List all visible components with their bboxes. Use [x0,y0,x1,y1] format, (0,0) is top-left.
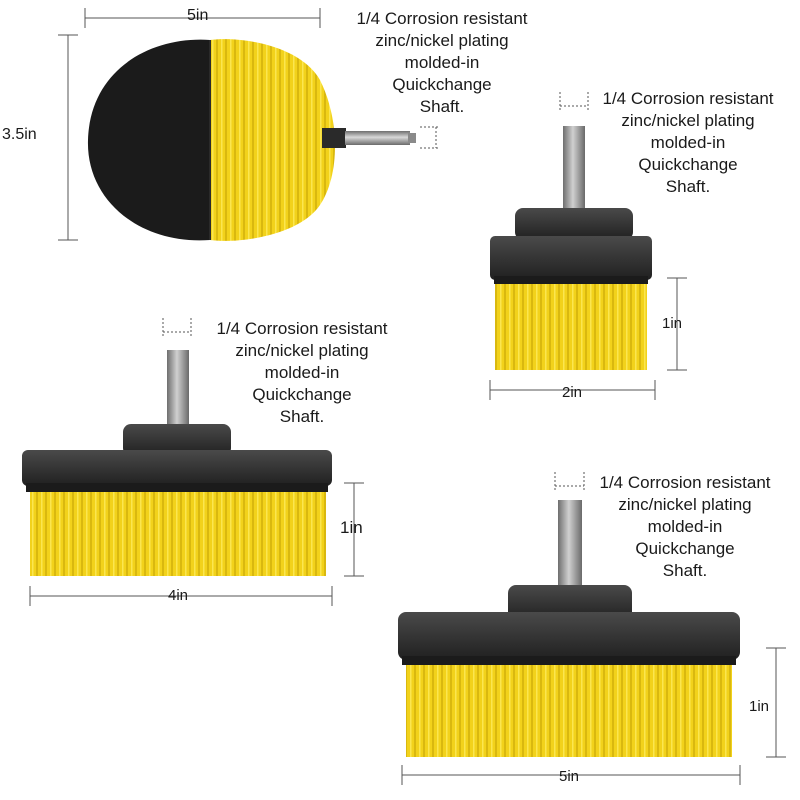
small-flat-brush-dimensions [489,92,687,400]
small-flat-brush-height-label: 1in [662,315,683,332]
medium-flat-brush-dimensions [29,318,364,606]
medium-flat-brush [22,350,332,576]
shaft-note-line: 1/4 Corrosion resistant [599,473,771,492]
shaft-note-line: Shaft. [665,177,711,196]
shaft-note-line: 1/4 Corrosion resistant [356,9,528,28]
round-brush-dimensions [58,8,440,241]
large-flat-brush-height-label: 1in [749,698,770,715]
medium-flat-brush-height-label: 1in [340,518,363,537]
shaft-note-large-flat-brush: 1/4 Corrosion resistant zinc/nickel plat… [575,472,795,582]
round-brush-height-label: 3.5in [2,126,37,143]
shaft-note-line: zinc/nickel plating [235,341,369,360]
shaft-note-line: 1/4 Corrosion resistant [602,89,774,108]
shaft-note-line: Shaft. [279,407,325,426]
shaft-note-line: Quickchange [638,155,738,174]
shaft-note-line: Quickchange [252,385,352,404]
shaft-note-round-brush: 1/4 Corrosion resistant zinc/nickel plat… [332,8,552,118]
shaft-note-line: molded-in [650,133,726,152]
shaft-note-medium-flat-brush: 1/4 Corrosion resistant zinc/nickel plat… [192,318,412,428]
shaft-note-line: zinc/nickel plating [375,31,509,50]
shaft-note-line: Quickchange [392,75,492,94]
shaft-note-line: Shaft. [419,97,465,116]
large-flat-brush [398,500,740,757]
round-brush-width-label: 5in [187,7,209,24]
shaft-note-line: molded-in [264,363,340,382]
shaft-note-line: zinc/nickel plating [618,495,752,514]
shaft-note-line: Quickchange [635,539,735,558]
shaft-note-line: molded-in [647,517,723,536]
shaft-note-small-flat-brush: 1/4 Corrosion resistant zinc/nickel plat… [578,88,798,198]
small-flat-brush [490,126,652,370]
shaft-note-line: 1/4 Corrosion resistant [216,319,388,338]
large-flat-brush-dimensions [401,472,786,785]
shaft-note-line: molded-in [404,53,480,72]
large-flat-brush-width-label: 5in [559,768,580,785]
shaft-note-line: Shaft. [662,561,708,580]
small-flat-brush-width-label: 2in [562,384,583,401]
medium-flat-brush-width-label: 4in [168,587,189,604]
round-brush [87,39,416,241]
shaft-note-line: zinc/nickel plating [621,111,755,130]
